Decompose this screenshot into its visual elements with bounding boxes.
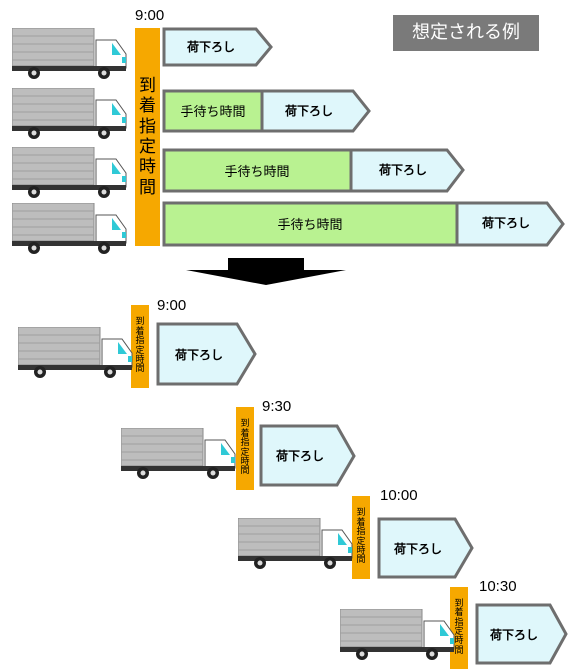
unload-label: 荷下ろし bbox=[481, 215, 530, 230]
truck-icon bbox=[12, 28, 127, 80]
arrival-char: 着 bbox=[139, 96, 156, 117]
truck-icon bbox=[121, 428, 236, 480]
unload-label: 荷下ろし bbox=[284, 103, 333, 118]
unload-label: 荷下ろし bbox=[186, 39, 235, 54]
top-row-1-arrow: 荷下ろし bbox=[162, 27, 273, 67]
top-row-3-arrow: 手待ち時間 荷下ろし bbox=[162, 148, 465, 193]
arrival-char: 時 bbox=[139, 157, 156, 178]
bottom-row-1-arrow: 荷下ろし bbox=[156, 322, 257, 386]
truck-icon bbox=[340, 609, 455, 661]
truck-icon bbox=[18, 327, 133, 379]
wait-label: 手待ち時間 bbox=[277, 218, 342, 233]
example-badge: 想定される例 bbox=[393, 15, 539, 51]
truck-icon bbox=[12, 203, 127, 255]
top-row-4-arrow: 手待ち時間 荷下ろし bbox=[162, 201, 565, 247]
arrival-bar-small: 到着指定時間 bbox=[236, 407, 254, 490]
unload-label: 荷下ろし bbox=[275, 448, 324, 463]
bottom-row-3-arrow: 荷下ろし bbox=[377, 517, 474, 579]
arrival-bar-small: 到着指定時間 bbox=[131, 305, 149, 388]
arrival-char: 到 bbox=[139, 75, 156, 96]
top-time-label: 9:00 bbox=[135, 7, 165, 24]
arrival-char: 定 bbox=[139, 137, 156, 157]
time-label: 9:00 bbox=[157, 297, 187, 314]
bottom-row-2-arrow: 荷下ろし bbox=[259, 424, 356, 487]
arrival-char: 指 bbox=[139, 116, 156, 137]
truck-icon bbox=[12, 88, 127, 140]
unload-label: 荷下ろし bbox=[489, 627, 538, 642]
time-label: 9:30 bbox=[262, 398, 292, 415]
arrival-bar-small: 到着指定時間 bbox=[352, 496, 370, 579]
down-arrow bbox=[186, 258, 346, 285]
truck-icon bbox=[238, 518, 353, 570]
time-label: 10:00 bbox=[380, 487, 418, 504]
unload-label: 荷下ろし bbox=[378, 162, 427, 177]
bottom-row-4-arrow: 荷下ろし bbox=[475, 603, 568, 665]
top-row-2-arrow: 手待ち時間 荷下ろし bbox=[162, 89, 371, 133]
wait-label: 手待ち時間 bbox=[224, 165, 289, 180]
truck-icon bbox=[12, 147, 127, 199]
unload-label: 荷下ろし bbox=[393, 541, 442, 556]
arrival-char: 間 bbox=[139, 177, 156, 198]
arrival-bar: 到 着 指 定 時 間 bbox=[135, 28, 160, 246]
wait-label: 手待ち時間 bbox=[180, 105, 245, 120]
arrival-bar-small: 到着指定時間 bbox=[450, 587, 468, 669]
time-label: 10:30 bbox=[479, 578, 517, 595]
unload-label: 荷下ろし bbox=[174, 347, 223, 362]
